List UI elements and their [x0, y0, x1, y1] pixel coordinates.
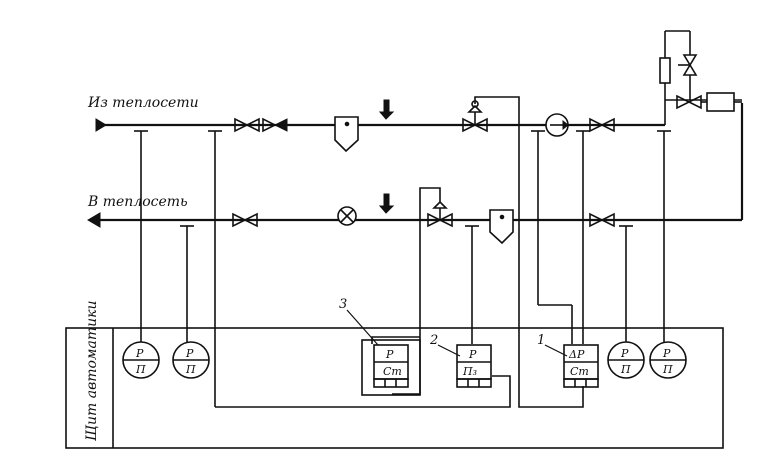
- regulator-2: Р П₃: [456, 344, 492, 388]
- control-valve-return: [427, 200, 453, 228]
- control-lines: [215, 96, 584, 408]
- panel-label: Щит автоматики: [84, 300, 100, 441]
- regulator-3: Р Ст: [361, 339, 421, 396]
- gate-valve-supply-1: [234, 117, 260, 133]
- gauge-3: Р П: [607, 341, 645, 379]
- gauge-4-top: Р: [662, 347, 671, 360]
- gauge-4: Р П: [649, 341, 687, 379]
- regulator-3-bottom: Ст: [383, 365, 402, 378]
- gauge-1-bottom: П: [135, 363, 146, 376]
- regulator-1: ΔР Ст: [563, 344, 599, 388]
- return-line-label: В теплосеть: [87, 194, 188, 210]
- regulator-2-top: Р: [468, 348, 477, 361]
- supply-line: Из теплосети: [87, 95, 665, 132]
- thermometer-return: [378, 193, 395, 214]
- sensor-taps: [134, 130, 671, 407]
- number-1: 1: [537, 333, 545, 348]
- gauge-4-bottom: П: [662, 363, 673, 376]
- gauge-2-top: Р: [185, 347, 194, 360]
- regulator-3-top: Р: [385, 348, 394, 361]
- gate-valve-return-1: [232, 212, 258, 228]
- gate-valve-supply-2: [589, 117, 615, 133]
- number-2: 2: [429, 333, 438, 348]
- check-valve-supply: [262, 117, 288, 133]
- thermometer-supply: [378, 99, 395, 120]
- gauge-3-top: Р: [620, 347, 629, 360]
- mud-trap-return: [489, 209, 514, 245]
- gauge-2-bottom: П: [185, 363, 196, 376]
- gauge-1: Р П: [122, 341, 160, 379]
- gate-valve-return-2: [589, 212, 615, 228]
- control-valve-supply: [462, 100, 488, 133]
- label-2: 2: [429, 333, 461, 357]
- regulator-1-top: ΔР: [568, 348, 585, 361]
- makeup-assembly: [659, 30, 742, 125]
- gauge-2: Р П: [172, 341, 210, 379]
- label-1: 1: [537, 333, 568, 357]
- return-line: В теплосеть: [87, 103, 744, 228]
- mud-trap-supply: [334, 116, 359, 153]
- gauge-1-top: Р: [135, 347, 144, 360]
- gauge-3-bottom: П: [620, 363, 631, 376]
- label-3: 3: [339, 297, 379, 346]
- regulator-2-bottom: П₃: [462, 365, 477, 378]
- flow-meter-return: [337, 206, 357, 226]
- panel-label-text: Щит автоматики: [84, 300, 100, 441]
- regulator-1-bottom: Ст: [570, 365, 589, 378]
- number-3: 3: [339, 297, 347, 312]
- supply-inlet-arrow: [95, 118, 107, 132]
- pump-supply: [545, 113, 569, 137]
- automation-panel: Щит автоматики: [65, 300, 724, 449]
- supply-line-label: Из теплосети: [87, 95, 199, 111]
